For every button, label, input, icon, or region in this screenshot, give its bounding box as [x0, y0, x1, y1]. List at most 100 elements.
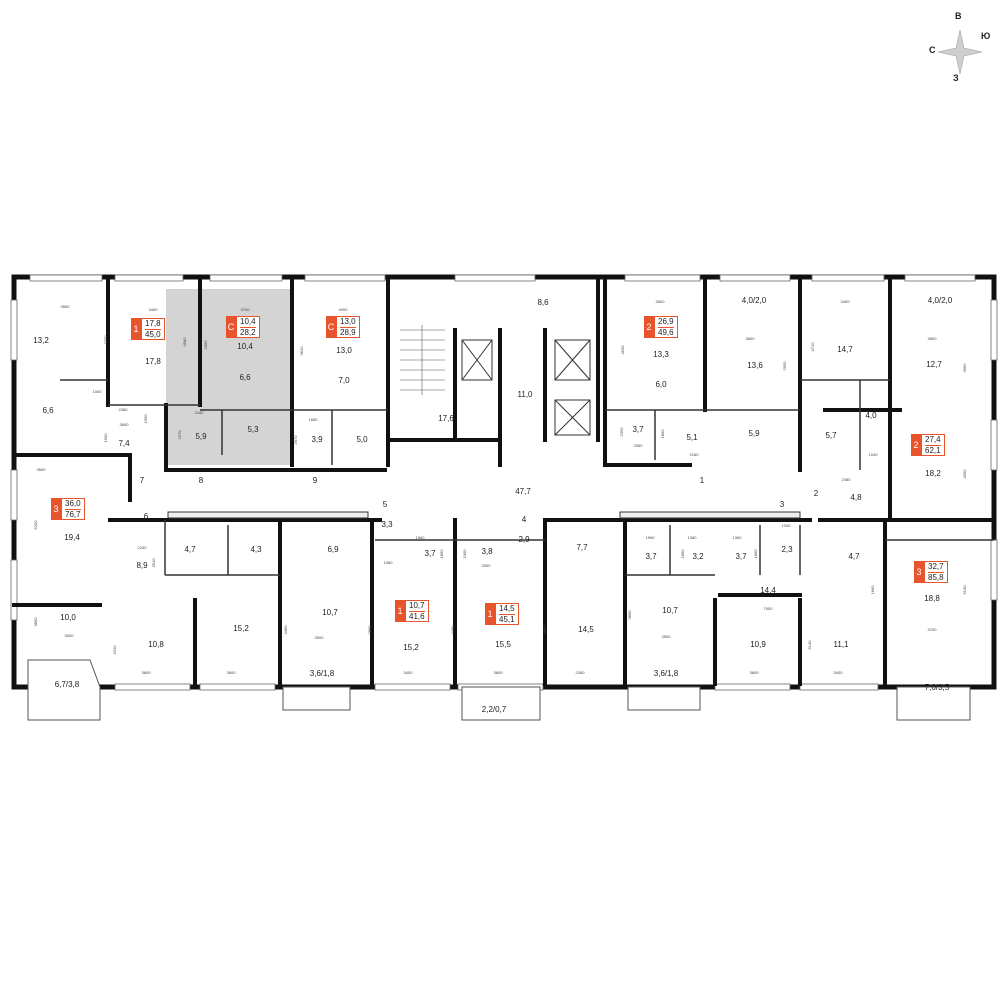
entrance-number: 1: [699, 476, 705, 485]
room-area-label: 11,1: [833, 640, 849, 649]
dimension-label: 1960: [645, 535, 655, 540]
room-area-label: 10,7: [322, 608, 338, 617]
room-area-label: 4,0: [865, 411, 877, 420]
room-area-label: 19,4: [64, 533, 80, 542]
corridor-area-label: 47,7: [515, 487, 531, 496]
dimension-label: 3810: [299, 346, 304, 356]
room-area-label: 3,7: [424, 549, 436, 558]
room-area-label: 4,7: [184, 545, 196, 554]
dimension-label: 3400: [833, 670, 843, 675]
entrance-number: 8: [198, 476, 204, 485]
elevator-shafts: [461, 339, 591, 436]
dimension-label: 1900: [462, 549, 467, 559]
room-area-label: 7,0: [338, 376, 350, 385]
room-area-label: 10,7: [662, 606, 678, 615]
dimension-label: 3860: [33, 617, 38, 627]
dimension-label: 1680: [308, 417, 318, 422]
compass: С В Ю З: [925, 10, 995, 90]
dimension-label: 4710: [810, 342, 815, 352]
room-area-label: 17,6: [438, 414, 454, 423]
dimension-label: 2950: [782, 361, 787, 371]
room-area-label: 4,3: [250, 545, 262, 554]
room-area-label: 5,0: [356, 435, 368, 444]
room-area-label: 10,4: [237, 342, 253, 351]
dimension-label: 1360: [732, 535, 742, 540]
compass-east: В: [955, 11, 962, 21]
room-area-label: 7,4: [118, 439, 130, 448]
room-area-label: 15,5: [495, 640, 511, 649]
balcony-area-label: 3,6/1,8: [653, 669, 679, 678]
room-area-label: 3,9: [311, 435, 323, 444]
dimension-label: 4950: [962, 469, 967, 479]
room-area-label: 13,3: [653, 350, 669, 359]
dimension-label: 3400: [403, 670, 413, 675]
dimension-label: 2380: [118, 407, 128, 412]
dimension-label: 3500: [314, 635, 324, 640]
dimension-label: 3800: [927, 336, 937, 341]
room-area-label: 13,6: [747, 361, 763, 370]
room-area-label: 8,6: [537, 298, 549, 307]
compass-north: С: [929, 45, 936, 55]
dimension-label: 4580: [182, 337, 187, 347]
total-area: 28,9: [340, 327, 356, 337]
dimension-label: 1360: [383, 560, 393, 565]
dimension-label: 4960: [962, 363, 967, 373]
room-area-label: 4,8: [850, 493, 862, 502]
dimension-label: 3510: [151, 558, 156, 568]
dimension-label: 3700: [240, 307, 250, 312]
dimension-label: 1000: [92, 389, 102, 394]
living-area: 10,4: [240, 316, 256, 328]
dimension-label: 1360: [687, 535, 697, 540]
room-area-label: 4,0/2,0: [927, 296, 953, 305]
room-area-label: 2,9: [518, 535, 530, 544]
dimension-label: 5130: [962, 585, 967, 595]
room-area-label: 6,9: [327, 545, 339, 554]
room-area-label: 11,0: [517, 390, 533, 399]
total-area: 85,8: [928, 572, 944, 582]
corridor-railings: [167, 511, 801, 519]
dimension-label: 2570: [177, 430, 182, 440]
dimension-label: 4460: [283, 625, 288, 635]
dimension-label: 1950: [143, 414, 148, 424]
balcony-area-label: 2,2/0,7: [481, 705, 507, 714]
room-count-badge: 1: [131, 318, 141, 340]
total-area: 41,6: [409, 611, 425, 621]
dimension-label: 2160: [194, 410, 204, 415]
room-area-label: 4,7: [848, 552, 860, 561]
dimension-label: 2970: [293, 435, 298, 445]
dimension-label: 5200: [33, 520, 38, 530]
balcony-area-label: 7,0/3,5: [924, 683, 950, 692]
dimension-label: 2240: [137, 545, 147, 550]
room-count-badge: 2: [911, 434, 921, 456]
living-area: 36,0: [65, 498, 81, 510]
dimension-label: 1860: [680, 549, 685, 559]
room-area-label: 5,7: [825, 431, 837, 440]
room-area-label: 3,2: [692, 552, 704, 561]
total-area: 62,1: [925, 445, 941, 455]
dimension-label: 3600: [493, 670, 503, 675]
total-area: 49,6: [658, 327, 674, 337]
dimension-label: 5140: [807, 640, 812, 650]
dimension-label: 3500: [36, 467, 46, 472]
room-area-label: 15,2: [233, 624, 249, 633]
room-area-label: 3,7: [632, 425, 644, 434]
entrance-number: 7: [139, 476, 145, 485]
entrance-number: 2: [813, 489, 819, 498]
room-area-label: 10,0: [60, 613, 76, 622]
room-area-label: 17,8: [145, 357, 161, 366]
room-count-badge: 3: [51, 498, 61, 520]
total-area: 45,0: [145, 329, 161, 339]
living-area: 13,0: [340, 316, 356, 328]
dimension-label: 3600: [749, 670, 759, 675]
dimension-label: 2000: [481, 563, 491, 568]
